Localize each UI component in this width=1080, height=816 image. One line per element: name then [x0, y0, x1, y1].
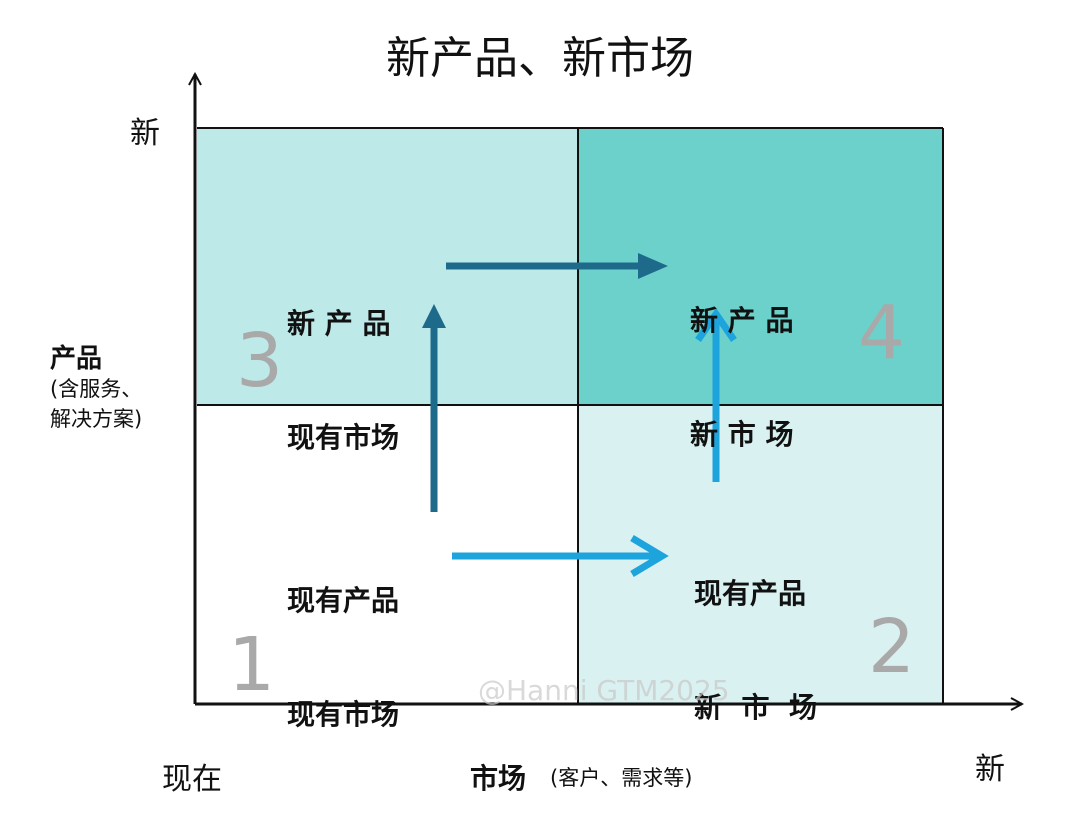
x-axis-right-label: 新	[975, 752, 1005, 787]
x-axis-left-label: 现在	[162, 762, 222, 797]
arrow-q1-to-q2-head	[630, 534, 669, 578]
quadrant-1-line1: 现有产品	[287, 584, 400, 617]
quadrant-2-number: 2	[868, 604, 916, 690]
quadrant-4-label: 新 产 品 新 市 场	[690, 226, 794, 530]
watermark: @Hanni GTM2025	[478, 674, 730, 707]
y-axis-top-label: 新	[130, 116, 160, 151]
quadrant-1-line2: 现有市场	[287, 698, 400, 731]
quadrant-3-line1: 新 产 品	[287, 307, 391, 340]
arrow-q1-to-q3-head	[422, 304, 446, 328]
y-axis-note: (含服务、 解决方案)	[50, 374, 142, 434]
y-axis-note-line2: 解决方案)	[50, 407, 143, 431]
quadrant-4-number: 4	[858, 290, 906, 376]
quadrant-1-number: 1	[228, 622, 276, 708]
x-axis-note: (客户、需求等)	[550, 766, 693, 790]
x-axis-title: 市场	[470, 762, 527, 795]
quadrant-4-line1: 新 产 品	[690, 304, 794, 337]
quadrant-2-label: 现有产品 新 市 场	[694, 499, 817, 803]
y-axis-title: 产品	[50, 344, 103, 374]
arrow-q2-to-q4-head	[695, 307, 737, 342]
quadrant-4-line2: 新 市 场	[690, 418, 794, 451]
quadrant-1-label: 现有产品 现有市场	[287, 506, 399, 810]
quadrant-3-line2: 现有市场	[287, 421, 400, 454]
arrow-q3-to-q4-head	[638, 253, 668, 279]
quadrant-2-line2: 新 市 场	[694, 691, 817, 724]
diagram-title: 新产品、新市场	[386, 33, 694, 84]
quadrant-3-number: 3	[236, 318, 284, 404]
quadrant-2-line1: 现有产品	[694, 577, 807, 610]
y-axis-note-line1: (含服务、	[50, 377, 143, 401]
quadrant-3-label: 新 产 品 现有市场	[287, 229, 399, 533]
